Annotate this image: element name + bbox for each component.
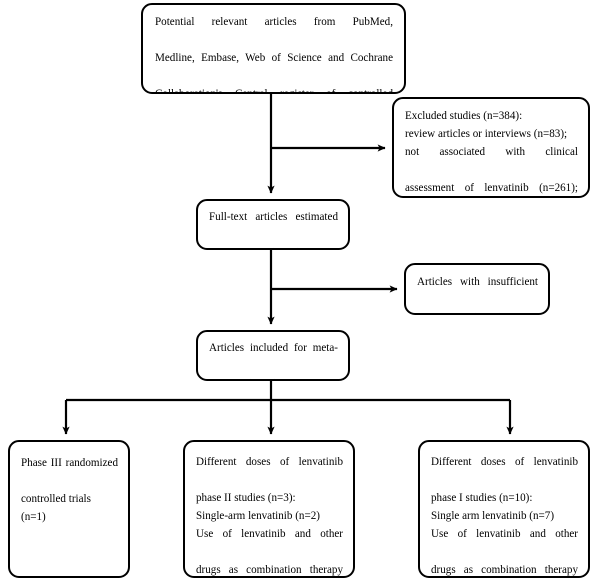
node-phase2-studies-text: Different doses of lenvatinib phase II s… <box>196 456 343 576</box>
node-insufficient-information-text: Articles with insufficient information (… <box>417 276 538 313</box>
node-excluded-studies: Excluded studies (n=384): review article… <box>392 97 590 198</box>
node-fulltext-eligibility-text: Full-text articles estimated for eligibi… <box>209 211 338 248</box>
node-phase3-trials-text: Phase III randomized controlled trials (… <box>21 457 118 523</box>
node-insufficient-information: Articles with insufficient information (… <box>404 263 550 315</box>
node-phase1-studies: Different doses of lenvatinib phase I st… <box>418 440 590 578</box>
node-included-meta-analysis-text: Articles included for meta- analysis (n=… <box>209 342 338 379</box>
node-phase3-trials: Phase III randomized controlled trials (… <box>8 440 130 578</box>
node-excluded-studies-text: Excluded studies (n=384): review article… <box>405 110 578 194</box>
node-included-meta-analysis: Articles included for meta- analysis (n=… <box>196 330 350 381</box>
node-phase2-studies: Different doses of lenvatinib phase II s… <box>183 440 355 578</box>
node-records-identified-text: Potential relevant articles from PubMed,… <box>155 16 393 94</box>
node-records-identified: Potential relevant articles from PubMed,… <box>141 3 406 94</box>
node-fulltext-eligibility: Full-text articles estimated for eligibi… <box>196 199 350 250</box>
node-phase1-studies-text: Different doses of lenvatinib phase I st… <box>431 456 578 576</box>
